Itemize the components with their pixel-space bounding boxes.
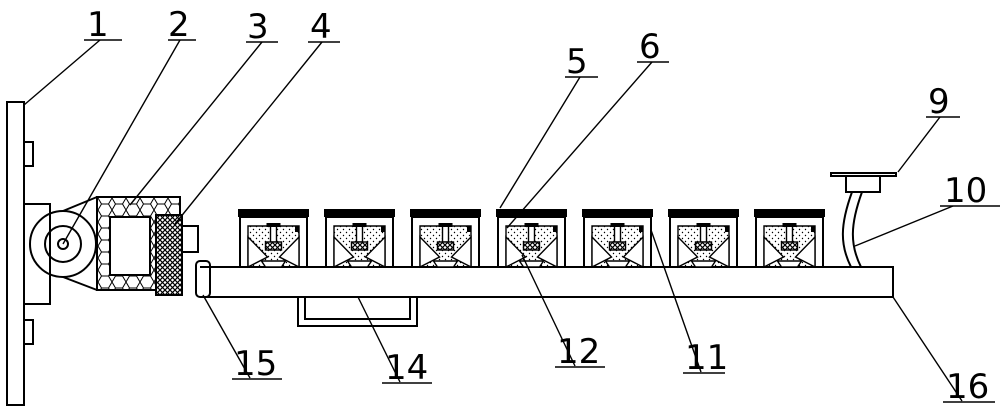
label-3: 3 <box>247 7 269 47</box>
label-9: 9 <box>928 82 950 122</box>
clamp-unit <box>410 209 481 269</box>
coupling <box>155 214 199 296</box>
label-5: 5 <box>566 42 588 82</box>
clamp-unit <box>582 209 653 269</box>
clamp-unit <box>238 209 309 269</box>
label-11: 11 <box>685 338 728 378</box>
bracket <box>297 297 418 327</box>
label-4: 4 <box>310 7 332 47</box>
clamp-units <box>238 209 825 269</box>
clamp-unit <box>496 209 567 269</box>
part-numbers: 1 2 3 4 5 6 9 10 11 12 14 15 16 <box>87 5 989 407</box>
label-14: 14 <box>385 348 428 388</box>
clamp-unit <box>324 209 395 269</box>
label-10: 10 <box>944 171 987 211</box>
leader-lines <box>23 39 1000 403</box>
label-6: 6 <box>639 27 661 67</box>
label-12: 12 <box>557 332 600 372</box>
main-rail <box>200 266 894 298</box>
clamp-unit <box>754 209 825 269</box>
label-2: 2 <box>168 5 190 45</box>
end-bearing <box>195 260 211 298</box>
handle-assembly <box>830 172 897 268</box>
wall-plate <box>6 101 51 406</box>
label-15: 15 <box>234 344 277 384</box>
label-16: 16 <box>946 367 989 407</box>
label-1: 1 <box>87 5 109 45</box>
clamp-unit <box>668 209 739 269</box>
